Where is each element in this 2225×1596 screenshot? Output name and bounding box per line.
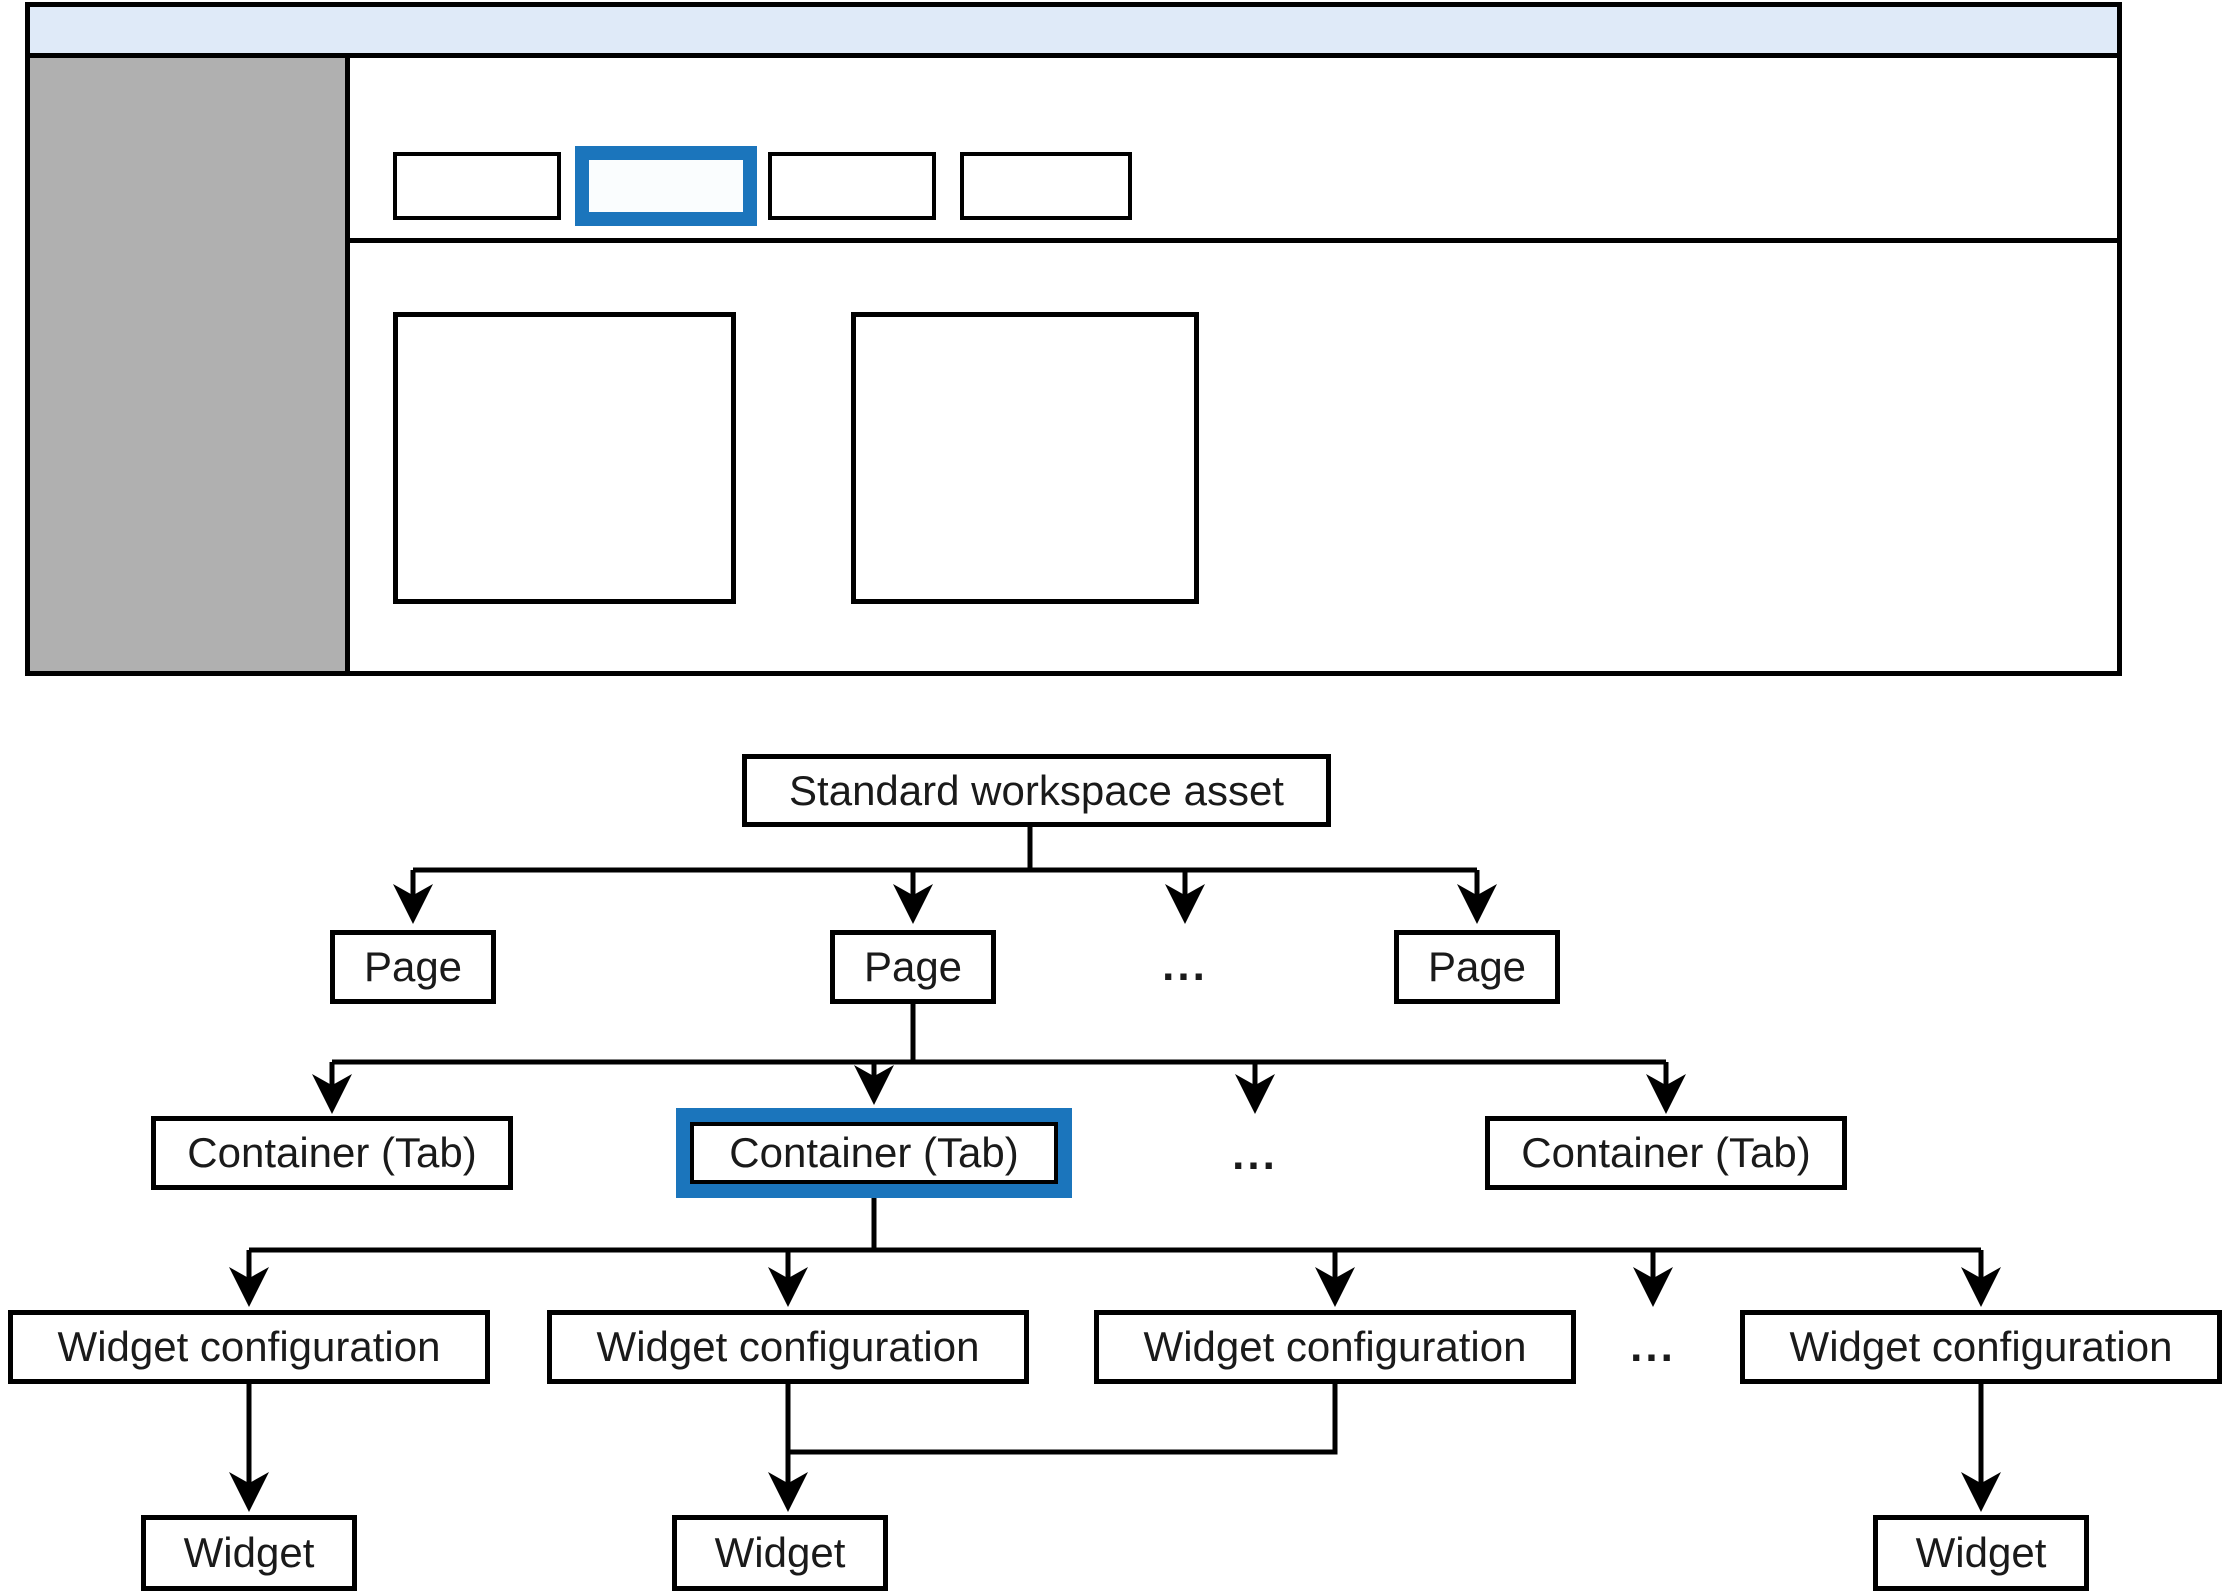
- mockup-tabbar-separator: [350, 238, 2117, 243]
- mockup-content-box-2: [851, 312, 1199, 604]
- mockup-window: [25, 2, 2122, 676]
- node-widget-1: Widget: [141, 1515, 357, 1591]
- mockup-tab-3: [768, 152, 936, 220]
- node-widget-configuration-4: Widget configuration: [1740, 1310, 2222, 1384]
- node-widget-2: Widget: [672, 1515, 888, 1591]
- mockup-header-bar: [30, 7, 2117, 58]
- node-page-1: Page: [330, 930, 496, 1004]
- node-container-tab-2-highlighted: Container (Tab): [676, 1108, 1072, 1198]
- page-row-ellipsis: ...: [1162, 941, 1208, 990]
- node-widget-3: Widget: [1873, 1515, 2089, 1591]
- widget-config-row-ellipsis: ...: [1630, 1322, 1676, 1371]
- node-page-3: Page: [1394, 930, 1560, 1004]
- mockup-tab-2-active: [575, 146, 757, 226]
- node-widget-configuration-2: Widget configuration: [547, 1310, 1029, 1384]
- node-widget-configuration-3: Widget configuration: [1094, 1310, 1576, 1384]
- mockup-tab-1: [393, 152, 561, 220]
- node-container-tab-2-label: Container (Tab): [690, 1122, 1058, 1184]
- mockup-tab-4: [960, 152, 1132, 220]
- node-widget-configuration-1: Widget configuration: [8, 1310, 490, 1384]
- container-row-ellipsis: ...: [1232, 1130, 1278, 1179]
- mockup-content-box-1: [393, 312, 736, 604]
- mockup-sidebar: [30, 58, 350, 671]
- node-page-2: Page: [830, 930, 996, 1004]
- node-standard-workspace-asset: Standard workspace asset: [742, 754, 1331, 827]
- node-container-tab-1: Container (Tab): [151, 1116, 513, 1190]
- node-container-tab-3: Container (Tab): [1485, 1116, 1847, 1190]
